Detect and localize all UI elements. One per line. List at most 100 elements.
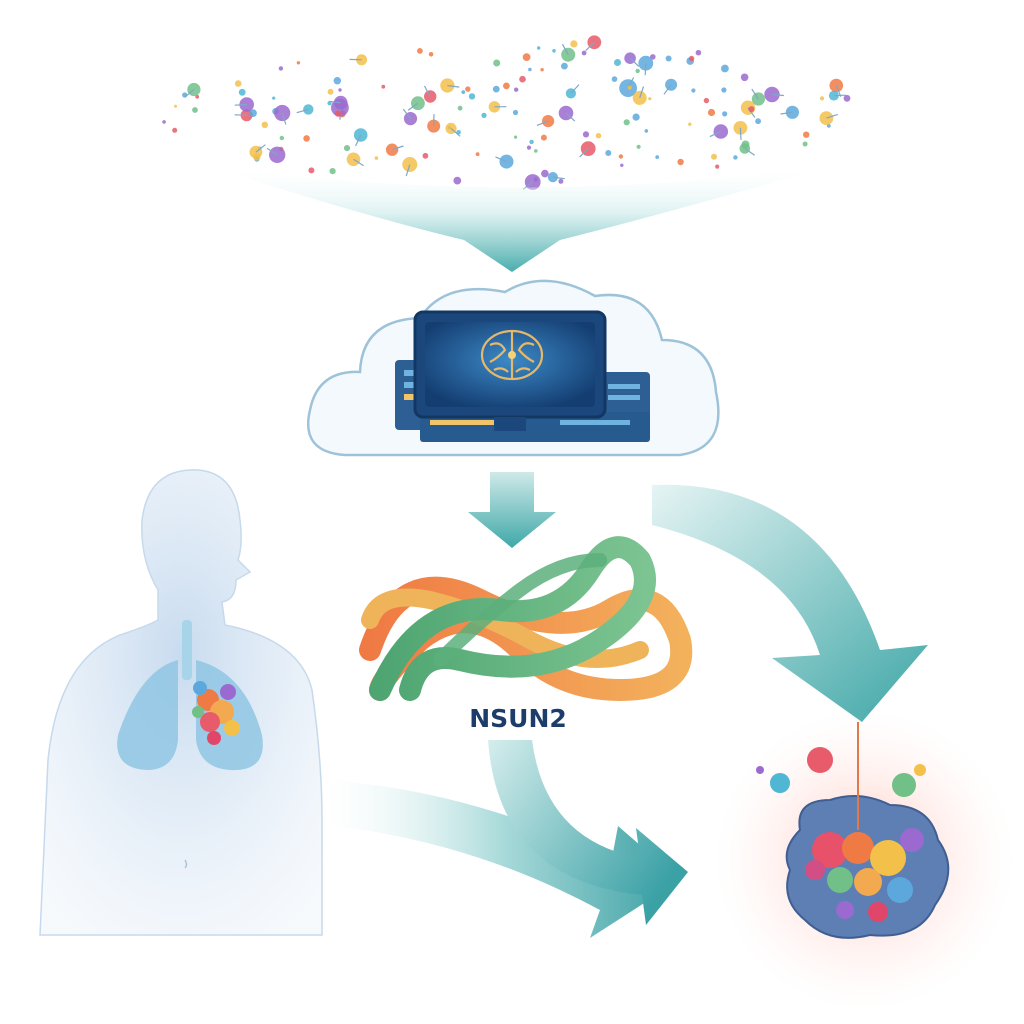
molecule-dot xyxy=(172,127,178,133)
molecule-dot xyxy=(296,61,301,65)
molecule-dot xyxy=(614,59,621,66)
molecule-dot xyxy=(644,129,649,133)
molecule-dot xyxy=(308,167,315,174)
molecule-bond xyxy=(407,102,419,111)
molecule-dot xyxy=(695,49,702,56)
molecule-dot xyxy=(561,62,568,70)
molecule-dot xyxy=(381,84,386,89)
molecule-dot xyxy=(522,53,531,61)
molecule-dot xyxy=(279,135,284,141)
molecule-dot xyxy=(514,87,519,92)
molecule-dot xyxy=(356,54,368,66)
molecule-dot xyxy=(595,133,602,139)
molecule-dot xyxy=(374,156,379,160)
molecule-bond xyxy=(447,84,460,88)
molecule-dot xyxy=(278,66,284,71)
molecule-dot xyxy=(748,106,755,113)
molecule-dot xyxy=(493,59,501,67)
molecule-dot xyxy=(162,120,166,124)
molecule-dot xyxy=(707,108,716,117)
molecule-bond xyxy=(565,112,576,122)
molecule-bond xyxy=(234,103,247,106)
molecule-dot xyxy=(741,140,750,149)
molecule-dot xyxy=(492,85,500,93)
molecule-dot xyxy=(253,153,261,161)
molecule-bond xyxy=(826,113,838,119)
molecule-dot xyxy=(541,169,549,178)
molecule-bond xyxy=(561,43,569,55)
molecule-dot xyxy=(461,90,466,94)
molecule-dot xyxy=(635,68,640,74)
lung-icon xyxy=(117,660,178,770)
molecule-dot xyxy=(488,101,501,113)
molecule-dot xyxy=(334,110,342,117)
molecule-dot xyxy=(581,50,587,56)
molecule-dot xyxy=(632,113,640,121)
lung-tumor-cluster xyxy=(192,681,240,745)
molecule-dot xyxy=(195,94,200,99)
funnel-arrow xyxy=(205,165,835,272)
molecule-bond xyxy=(579,148,589,158)
molecule-bond xyxy=(355,134,362,147)
molecule-dot xyxy=(534,149,538,153)
molecule-dot xyxy=(327,101,332,106)
molecule-bond xyxy=(184,89,195,98)
molecule-bond xyxy=(751,88,759,100)
molecule-dot xyxy=(636,144,641,149)
molecule-bond xyxy=(328,100,341,104)
molecule-bond xyxy=(296,108,309,114)
molecule-dot xyxy=(677,158,684,166)
molecule-dot xyxy=(803,131,810,138)
tumor-icon xyxy=(715,710,1015,1010)
molecule-dot xyxy=(620,163,624,167)
molecule-dot xyxy=(329,168,336,175)
molecule-dot xyxy=(428,52,434,57)
molecule-bond xyxy=(709,130,722,138)
molecule-bond xyxy=(423,85,431,97)
molecule-cloud xyxy=(162,35,851,190)
molecule-dot xyxy=(558,178,564,184)
molecule-dot xyxy=(514,135,518,139)
molecule-dot xyxy=(826,123,831,128)
molecule-dot xyxy=(843,94,851,102)
molecule-dot xyxy=(638,55,654,71)
molecule-bond xyxy=(450,127,461,137)
molecule-dot xyxy=(261,121,268,128)
molecule-dot xyxy=(540,68,544,72)
molecule-bond xyxy=(255,144,266,153)
molecule-bond xyxy=(585,41,595,52)
molecule-dot xyxy=(582,131,590,138)
molecule-dot xyxy=(333,77,341,85)
molecule-dot xyxy=(819,96,825,101)
molecule-dot xyxy=(422,152,429,159)
molecule-dot xyxy=(519,75,526,83)
molecule-dot xyxy=(427,119,441,133)
molecule-dot xyxy=(605,150,612,156)
molecule-dot xyxy=(417,48,423,54)
molecule-bond xyxy=(405,164,411,177)
molecule-dot xyxy=(537,46,541,50)
molecule-dot xyxy=(385,143,399,156)
human-silhouette-icon xyxy=(39,469,323,936)
molecule-dot xyxy=(456,130,461,135)
molecule-dot xyxy=(174,104,177,108)
molecule-bond xyxy=(771,93,784,97)
molecule-dot xyxy=(529,139,534,145)
molecule-dot xyxy=(650,54,656,60)
molecule-dot xyxy=(618,154,624,159)
arrow-protein-to-tumor xyxy=(488,740,688,925)
molecule-bond xyxy=(266,147,278,156)
molecule-dot xyxy=(475,152,480,157)
molecule-bond xyxy=(402,108,411,119)
desk-base xyxy=(420,412,650,442)
molecule-dot xyxy=(465,86,471,92)
molecule-dot xyxy=(627,85,632,90)
molecule-dot xyxy=(272,96,276,100)
molecule-bond xyxy=(552,176,565,180)
molecule-dot xyxy=(468,93,476,100)
molecule-bond xyxy=(739,127,742,140)
molecule-dot xyxy=(453,176,462,185)
molecule-bond xyxy=(744,148,756,156)
molecule-dot xyxy=(688,55,695,62)
molecule-bond xyxy=(639,86,645,99)
